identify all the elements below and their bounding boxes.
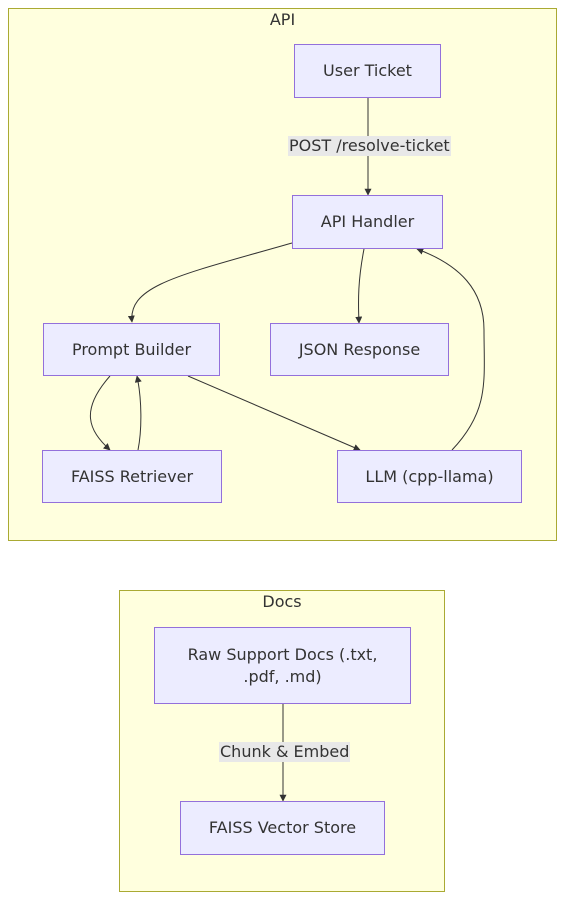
api-cluster-title: API bbox=[269, 10, 296, 29]
node-api-handler: API Handler bbox=[292, 195, 443, 249]
node-faiss-vector-store: FAISS Vector Store bbox=[180, 801, 385, 855]
node-json-response: JSON Response bbox=[270, 323, 449, 376]
node-raw-support-docs: Raw Support Docs (.txt, .pdf, .md) bbox=[154, 627, 411, 704]
edge-label-chunk-embed: Chunk & Embed bbox=[219, 742, 351, 762]
node-faiss-retriever: FAISS Retriever bbox=[42, 450, 222, 503]
edge-label-resolve-ticket: POST /resolve-ticket bbox=[288, 136, 451, 156]
docs-cluster-title: Docs bbox=[262, 592, 302, 611]
node-prompt-builder: Prompt Builder bbox=[43, 323, 220, 376]
node-user-ticket: User Ticket bbox=[294, 44, 441, 98]
node-llm: LLM (cpp-llama) bbox=[337, 450, 522, 503]
